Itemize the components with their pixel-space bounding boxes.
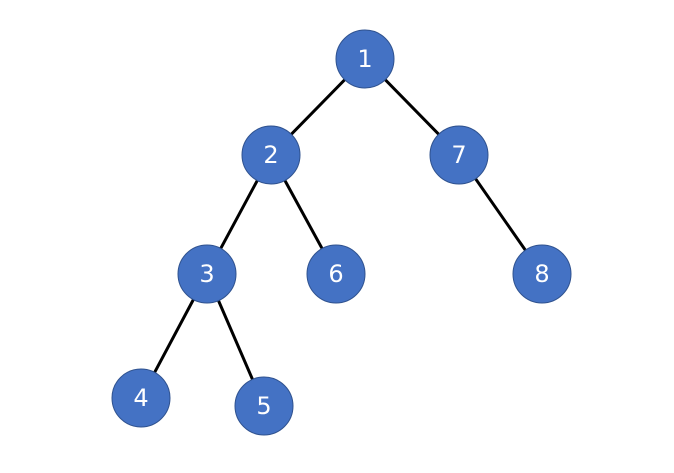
tree-node-3: 3 <box>177 244 237 304</box>
node-circle <box>306 244 366 304</box>
node-circle <box>234 376 294 436</box>
node-circle <box>177 244 237 304</box>
node-label: 4 <box>133 384 148 412</box>
node-label: 1 <box>357 45 372 73</box>
tree-node-2: 2 <box>241 125 301 185</box>
node-circle <box>241 125 301 185</box>
tree-node-5: 5 <box>234 376 294 436</box>
node-label: 6 <box>328 260 343 288</box>
node-label: 2 <box>263 141 278 169</box>
node-label: 8 <box>534 260 549 288</box>
edges-layer <box>139 57 544 408</box>
tree-node-1: 1 <box>335 29 395 89</box>
node-label: 3 <box>199 260 214 288</box>
tree-node-4: 4 <box>111 368 171 428</box>
tree-node-6: 6 <box>306 244 366 304</box>
node-label: 7 <box>451 141 466 169</box>
node-circle <box>335 29 395 89</box>
node-circle <box>111 368 171 428</box>
tree-node-7: 7 <box>429 125 489 185</box>
tree-node-8: 8 <box>512 244 572 304</box>
nodes-layer: 1 2 7 3 6 8 4 5 <box>111 29 572 436</box>
node-label: 5 <box>256 392 271 420</box>
node-circle <box>512 244 572 304</box>
node-circle <box>429 125 489 185</box>
